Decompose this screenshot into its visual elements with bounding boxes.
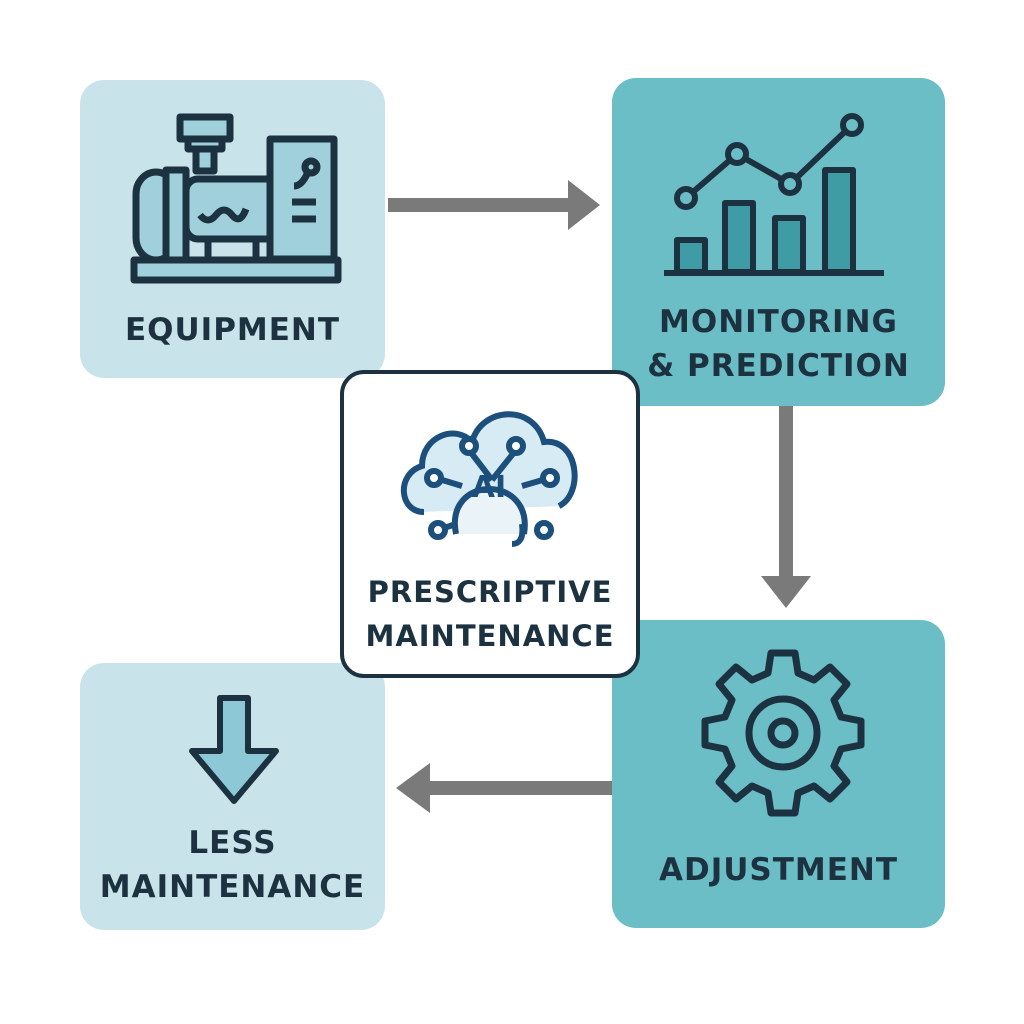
chart-icon bbox=[664, 113, 884, 276]
center-label-line2: MAINTENANCE bbox=[365, 619, 615, 653]
gear-icon bbox=[701, 649, 865, 817]
center-label-line1: PRESCRIPTIVE bbox=[367, 575, 613, 609]
node-adjustment: ADJUSTMENT bbox=[612, 620, 945, 928]
arrow-adjustment-to-less bbox=[396, 763, 612, 813]
monitoring-label-line1: MONITORING bbox=[659, 304, 898, 340]
ai-text: AI bbox=[471, 470, 507, 505]
arrow-equipment-to-monitoring bbox=[388, 180, 600, 230]
ai-cloud-icon bbox=[400, 411, 578, 547]
node-prescriptive-maintenance: AI PRESCRIPTIVE MAINTENANCE bbox=[340, 370, 640, 678]
node-monitoring-prediction: MONITORING & PREDICTION bbox=[612, 78, 945, 406]
node-less-maintenance: LESS MAINTENANCE bbox=[80, 663, 385, 930]
monitoring-label-line2: & PREDICTION bbox=[647, 348, 910, 384]
equipment-label: EQUIPMENT bbox=[124, 312, 341, 348]
down-arrow-icon bbox=[189, 695, 279, 804]
adjustment-label: ADJUSTMENT bbox=[658, 852, 899, 888]
less-label-line1: LESS bbox=[188, 825, 277, 861]
machine-icon bbox=[130, 113, 342, 284]
arrow-monitoring-to-adjustment bbox=[761, 406, 811, 608]
node-equipment: EQUIPMENT bbox=[80, 80, 385, 378]
less-label-line2: MAINTENANCE bbox=[99, 869, 366, 905]
